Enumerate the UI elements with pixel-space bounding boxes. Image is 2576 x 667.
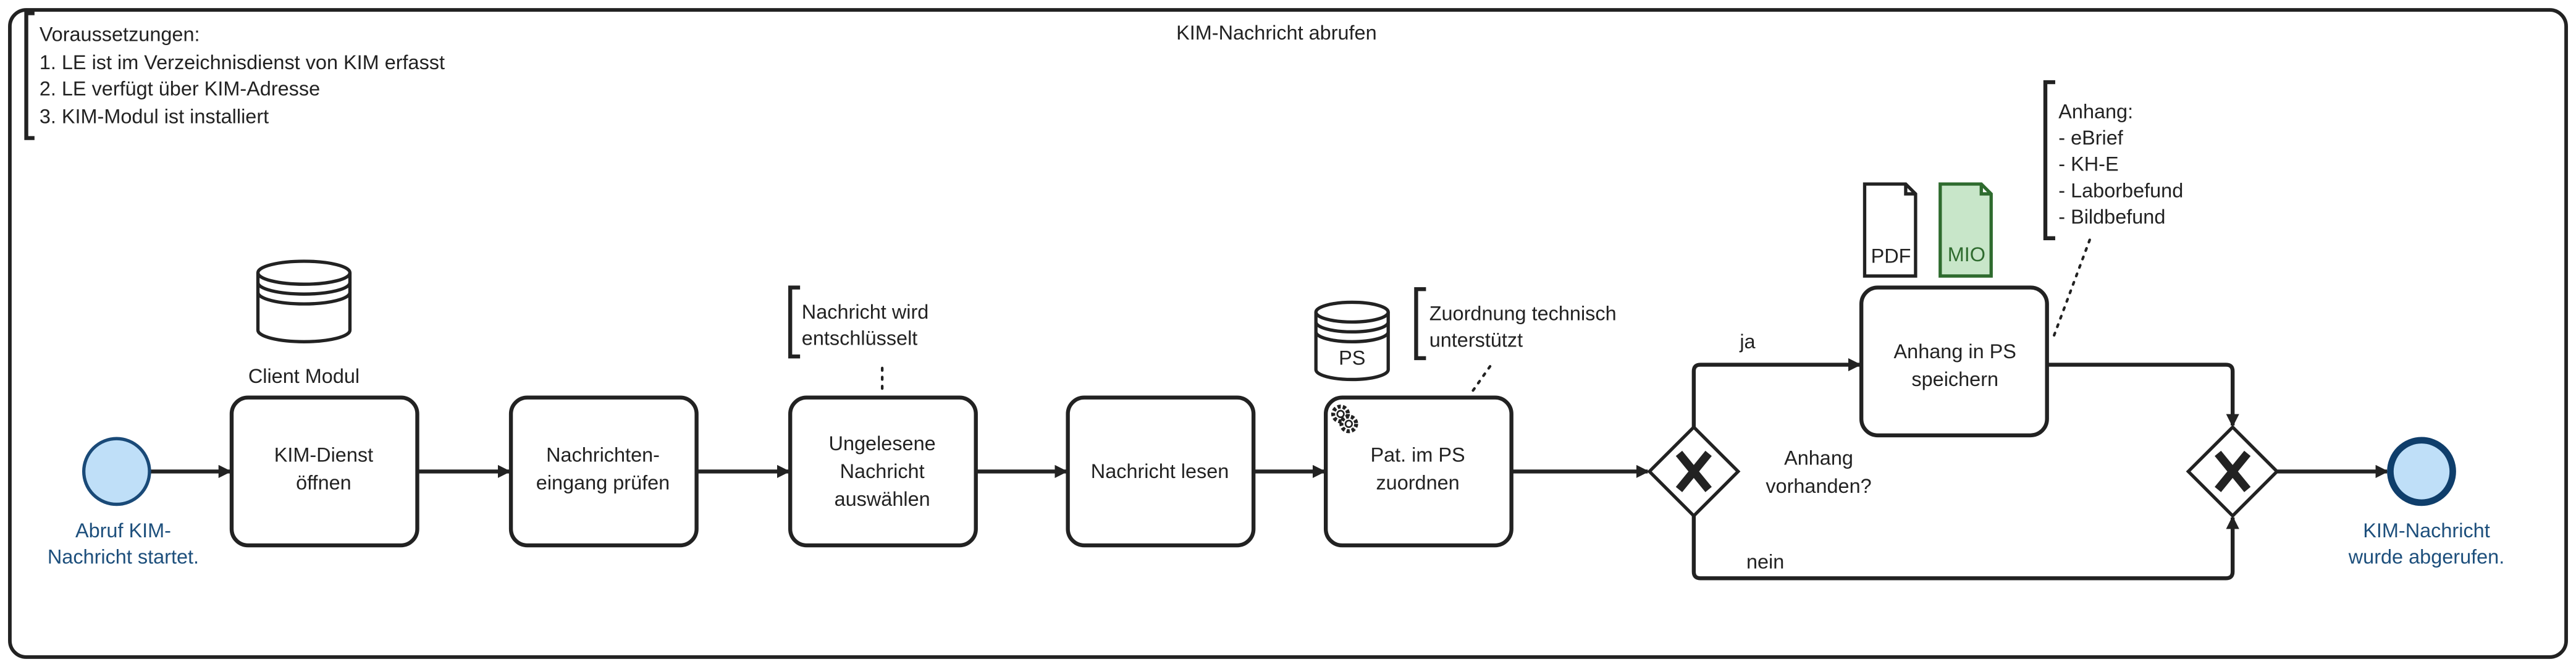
task-label: öffnen (296, 472, 351, 494)
task-label: eingang prüfen (536, 472, 670, 494)
gateway-question: vorhanden? (1766, 475, 1871, 497)
precondition-item: 2. LE verfügt über KIM-Adresse (40, 77, 320, 99)
annotation-bracket (788, 285, 801, 359)
document-mio: MIO (1938, 182, 1993, 278)
task-nachricht-lesen[interactable]: Nachricht lesen (1066, 395, 1256, 548)
task-nachrichteneingang-pruefen[interactable]: Nachrichten- eingang prüfen (508, 395, 699, 548)
data-store-label: Client Modul (248, 365, 360, 387)
task-label: Anhang in PS (1894, 340, 2016, 363)
annotation-text: Nachricht wird (802, 301, 929, 323)
task-label: Nachricht lesen (1091, 460, 1229, 482)
start-event[interactable] (82, 437, 151, 506)
diagram-title: KIM-Nachricht abrufen (1176, 22, 1377, 44)
precondition-item: 1. LE ist im Verzeichnisdienst von KIM e… (40, 51, 445, 73)
association-line (2052, 238, 2091, 338)
start-event-label: Abruf KIM- (75, 519, 171, 542)
sequence-flows (149, 358, 2389, 581)
annotation-text: - eBrief (2058, 127, 2124, 149)
gear-icon (1331, 405, 1358, 434)
end-event[interactable] (2387, 437, 2456, 506)
flow-label-no: nein (1746, 550, 1784, 573)
preconditions-bracket (24, 11, 35, 140)
association-line (1469, 365, 1492, 396)
pool-frame (8, 8, 2568, 659)
data-store-ps (1314, 300, 1390, 382)
precondition-item: 3. KIM-Modul ist installiert (40, 106, 269, 128)
task-label: auswählen (835, 488, 930, 510)
exclusive-gateway-split[interactable] (1647, 424, 1741, 518)
task-pat-im-ps-zuordnen[interactable]: Pat. im PS zuordnen (1323, 395, 1513, 548)
task-anhang-in-ps-speichern[interactable]: Anhang in PS speichern (1859, 285, 2049, 438)
end-event-label: KIM-Nachricht (2363, 519, 2490, 542)
preconditions-heading: Voraussetzungen: (40, 23, 200, 46)
flow-label-yes: ja (1739, 330, 1756, 353)
task-label: Nachricht (840, 460, 925, 482)
document-label: PDF (1871, 245, 1911, 267)
task-label: speichern (1911, 368, 1998, 390)
task-label: Nachrichten- (546, 443, 660, 466)
annotation-text: Anhang: (2058, 101, 2133, 123)
start-event-label: Nachricht startet. (48, 545, 199, 568)
gateway-question: Anhang (1784, 447, 1853, 469)
annotation-bracket (1414, 287, 1426, 361)
annotation-text: Zuordnung technisch (1429, 303, 1617, 325)
exclusive-gateway-merge[interactable] (2186, 424, 2279, 518)
annotation-text: - KH-E (2058, 153, 2118, 175)
end-event-label: wurde abgerufen. (2348, 545, 2504, 568)
task-label: KIM-Dienst (274, 443, 373, 466)
annotation-bracket (2043, 80, 2055, 240)
annotation-text: entschlüsselt (802, 327, 918, 350)
task-ungelesene-nachricht-auswaehlen[interactable]: Ungelesene Nachricht auswählen (788, 395, 978, 548)
document-label: MIO (1948, 243, 1985, 266)
data-store-client-modul (256, 259, 352, 343)
annotation-text: unterstützt (1429, 329, 1523, 351)
task-label: Pat. im PS (1370, 443, 1465, 466)
data-store-label: PS (1339, 347, 1365, 369)
annotation-text: - Laborbefund (2058, 179, 2183, 201)
task-label: zuordnen (1376, 472, 1459, 494)
task-label: Ungelesene (829, 432, 936, 455)
document-pdf: PDF (1863, 182, 1917, 278)
task-kim-dienst-oeffnen[interactable]: KIM-Dienst öffnen (229, 395, 419, 548)
annotation-text: - Bildbefund (2058, 206, 2165, 228)
